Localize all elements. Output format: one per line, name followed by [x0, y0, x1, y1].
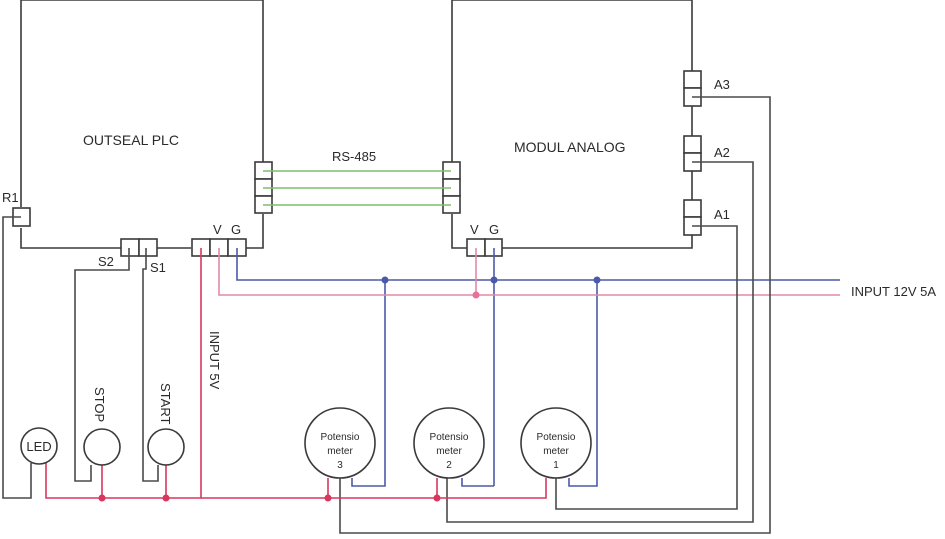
- power-5v-pot1: [437, 478, 547, 499]
- s1-start-wire: [142, 248, 159, 482]
- pot-label-line1: Potensio: [430, 432, 469, 443]
- a2-label: A2: [714, 145, 730, 160]
- s2-label: S2: [98, 254, 114, 269]
- plc-v-label: V: [213, 222, 222, 237]
- pot-label-line2: meter: [436, 446, 462, 457]
- power-5v-pot2: [328, 478, 438, 499]
- ground-drop-pot3: [351, 280, 386, 487]
- rs485-link: RS-485: [263, 149, 451, 206]
- junction-dot: [490, 276, 498, 284]
- led-label: LED: [26, 439, 51, 454]
- s2-terminal: [120, 238, 140, 257]
- a1-pin-top: [683, 199, 702, 218]
- junction-dot: [381, 276, 389, 284]
- a2-pot2-wire: [446, 161, 754, 523]
- junction-dot: [472, 291, 480, 299]
- potentiometer-3: Potensio meter 3: [304, 407, 376, 479]
- junction-dot: [162, 494, 170, 502]
- stop-label: STOP: [92, 387, 107, 422]
- a1-label: A1: [714, 207, 730, 222]
- junction-dot: [98, 494, 106, 502]
- stop-button: STOP: [83, 387, 121, 466]
- s-terminals: [120, 238, 158, 257]
- plc-block: OUTSEAL PLC R1 S2 S1 V G: [2, 0, 273, 275]
- pushbutton-icon: [83, 428, 121, 466]
- input-12v-label: INPUT 12V 5A: [851, 284, 936, 299]
- power-5v-bus: INPUT 5V: [45, 248, 547, 502]
- potentiometer-icon: [304, 407, 376, 479]
- led-icon: [20, 427, 58, 465]
- pot-label-number: 3: [337, 460, 343, 471]
- plc-power-terminals: [191, 238, 247, 257]
- module-g-label: G: [489, 222, 499, 237]
- start-label: START: [158, 383, 173, 424]
- plc-outline: [20, 0, 264, 249]
- rs485-label: RS-485: [332, 149, 376, 164]
- pot-label-line1: Potensio: [321, 432, 360, 443]
- a1-pot1-wire: [555, 225, 738, 510]
- plc-label: OUTSEAL PLC: [83, 132, 179, 148]
- ground-bus: [236, 248, 840, 487]
- a3-label: A3: [714, 77, 730, 92]
- a3-terminal: [683, 70, 702, 107]
- junction-dot: [593, 276, 601, 284]
- a3-pot3-wire: [339, 96, 771, 534]
- a1-terminal: [683, 199, 702, 236]
- power-12v-main-wire: [218, 248, 840, 296]
- module-v-label: V: [470, 222, 479, 237]
- s2-stop-wire: [74, 248, 130, 482]
- s1-terminal: [138, 238, 158, 257]
- led: LED: [20, 427, 58, 465]
- junction-dot: [433, 494, 441, 502]
- start-button: START: [147, 383, 185, 466]
- s1-label: S1: [150, 260, 166, 275]
- potentiometer-2: Potensio meter 2: [413, 407, 485, 479]
- ground-drop-pot1: [568, 280, 598, 487]
- signal-wires: [2, 96, 771, 534]
- pushbutton-icon: [147, 428, 185, 466]
- potentiometer-1: Potensio meter 1: [520, 407, 592, 479]
- ground-main-wire: [236, 248, 840, 281]
- pot-label-number: 1: [553, 460, 559, 471]
- a2-pin-top: [683, 135, 702, 154]
- potentiometer-icon: [413, 407, 485, 479]
- analog-module-block: MODUL ANALOG V G A3 A2 A1: [442, 0, 730, 257]
- ground-drop-pot2-loop: [461, 478, 494, 487]
- plc-g-label: G: [231, 222, 241, 237]
- a2-terminal: [683, 135, 702, 172]
- a3-pin-top: [683, 70, 702, 89]
- pot-label-line2: meter: [543, 446, 569, 457]
- potentiometer-icon: [520, 407, 592, 479]
- r1-led-wire: [2, 216, 32, 499]
- r1-label: R1: [2, 190, 19, 205]
- power-5v-main-wire: [45, 248, 202, 499]
- pot-label-line2: meter: [327, 446, 353, 457]
- power-12v-bus: INPUT 12V 5A: [218, 248, 936, 299]
- pot-label-line1: Potensio: [537, 432, 576, 443]
- analog-module-outline: [451, 0, 693, 249]
- analog-module-label: MODUL ANALOG: [514, 139, 626, 155]
- pot-label-number: 2: [446, 460, 452, 471]
- junction-dot: [324, 494, 332, 502]
- input-5v-label: INPUT 5V: [207, 331, 222, 390]
